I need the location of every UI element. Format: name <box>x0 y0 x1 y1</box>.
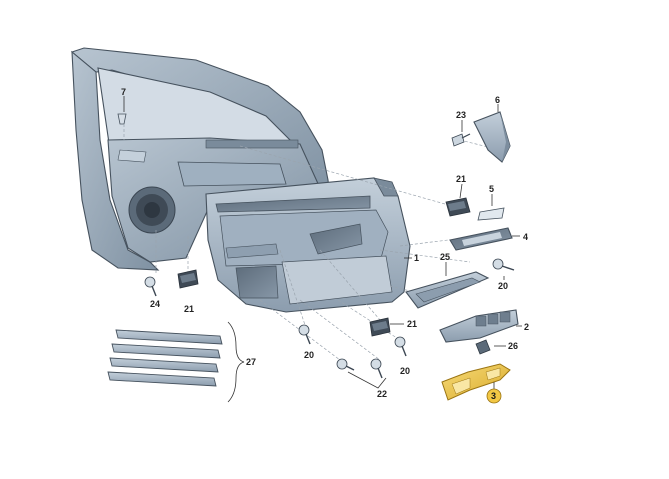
part-5-switch-cover <box>477 194 505 221</box>
label-22: 22 <box>377 389 387 399</box>
label-26: 26 <box>508 341 518 351</box>
label-6: 6 <box>495 95 500 105</box>
part-27-trim-strips <box>107 321 245 403</box>
label-3-badge <box>486 388 502 404</box>
label-25: 25 <box>440 252 450 262</box>
label-21-left: 21 <box>184 304 194 314</box>
label-21-middle: 21 <box>407 319 417 329</box>
label-27: 27 <box>246 357 256 367</box>
label-2: 2 <box>524 322 529 332</box>
part-26-clip <box>475 339 506 355</box>
part-21-clip-middle <box>369 317 404 337</box>
part-20-screw-right <box>492 258 515 280</box>
label-3: 3 <box>491 391 496 401</box>
label-23: 23 <box>456 110 466 120</box>
part-20-screw-lower <box>394 336 407 357</box>
part-21-clip-upper <box>445 183 471 217</box>
label-4: 4 <box>523 232 528 242</box>
part-23-screw <box>451 120 471 147</box>
label-20-right: 20 <box>498 281 508 291</box>
part-4-handle-bezel <box>449 227 520 251</box>
part-25-storage-pocket <box>405 262 490 309</box>
label-1: 1 <box>414 253 419 263</box>
label-24: 24 <box>150 299 160 309</box>
part-6-mirror-cover <box>473 104 511 163</box>
part-3-bracket-highlighted <box>441 363 511 401</box>
callout-labels: 7 23 6 21 5 4 1 25 20 24 21 2 21 20 26 2… <box>121 87 529 404</box>
part-2-switch-panel <box>439 309 522 343</box>
door-shell <box>70 47 331 271</box>
label-20-lower: 20 <box>400 366 410 376</box>
label-21-upper: 21 <box>456 174 466 184</box>
label-20-middle: 20 <box>304 350 314 360</box>
label-7: 7 <box>121 87 126 97</box>
part-20-screw-middle <box>298 324 311 345</box>
part-21-clip-left <box>177 269 199 289</box>
part-24-bolt <box>144 276 157 297</box>
part-1-trim-panel <box>205 177 412 313</box>
part-22-screws <box>336 358 387 389</box>
label-5: 5 <box>489 184 494 194</box>
